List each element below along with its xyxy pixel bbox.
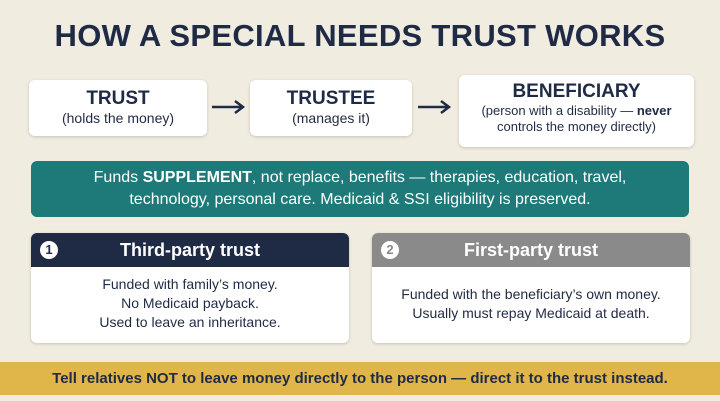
card-header: 1 Third-party trust — [31, 233, 349, 267]
trust-label: TRUST — [86, 88, 150, 109]
beneficiary-sub-emphasis: never — [636, 103, 672, 118]
trustee-sublabel: (manages it) — [292, 110, 370, 126]
arrow-right-icon — [418, 100, 452, 114]
beneficiary-sublabel: (person with a disability — never contro… — [459, 103, 694, 135]
beneficiary-box: BENEFICIARY (person with a disability — … — [459, 75, 694, 147]
supplement-text: , not replace, benefits — therapies, edu… — [251, 169, 627, 186]
card-body: Funded with the beneficiary’s own money.… — [372, 267, 690, 323]
card-line: Funded with family’s money. — [102, 276, 278, 292]
bottom-banner: Tell relatives NOT to leave money direct… — [0, 362, 720, 395]
trust-sublabel: (holds the money) — [61, 110, 175, 126]
beneficiary-label: BENEFICIARY — [512, 81, 641, 102]
number-badge: 1 — [40, 241, 58, 259]
supplement-text: technology, personal care. Medicaid & SS… — [129, 191, 591, 208]
page-title: HOW A SPECIAL NEEDS TRUST WORKS — [54, 18, 666, 53]
card-line: No Medicaid payback. — [121, 295, 259, 311]
first-party-trust-card: 2 First-party trust Funded with the bene… — [372, 233, 690, 343]
card-body: Funded with family’s money. No Medicaid … — [31, 267, 349, 332]
trust-box: TRUST (holds the money) — [29, 80, 207, 136]
card-line: Funded with the beneficiary’s own money. — [401, 286, 661, 302]
card-title: Third-party trust — [119, 240, 260, 260]
supplement-banner: Funds SUPPLEMENT, not replace, benefits … — [31, 161, 689, 217]
number-badge: 2 — [381, 241, 399, 259]
arrow-right-icon — [212, 100, 246, 114]
supplement-emphasis: SUPPLEMENT — [142, 169, 252, 186]
card-line: Usually must repay Medicaid at death. — [412, 305, 650, 321]
card-line: Used to leave an inheritance. — [99, 314, 281, 330]
trustee-label: TRUSTEE — [286, 88, 376, 109]
beneficiary-sub-part: (person with a disability — — [481, 103, 634, 118]
supplement-text: Funds — [93, 169, 139, 186]
card-title: First-party trust — [463, 240, 598, 260]
card-header: 2 First-party trust — [372, 233, 690, 267]
beneficiary-sub-part: controls the money directly) — [497, 119, 656, 134]
third-party-trust-card: 1 Third-party trust Funded with family’s… — [31, 233, 349, 343]
trustee-box: TRUSTEE (manages it) — [250, 80, 412, 136]
